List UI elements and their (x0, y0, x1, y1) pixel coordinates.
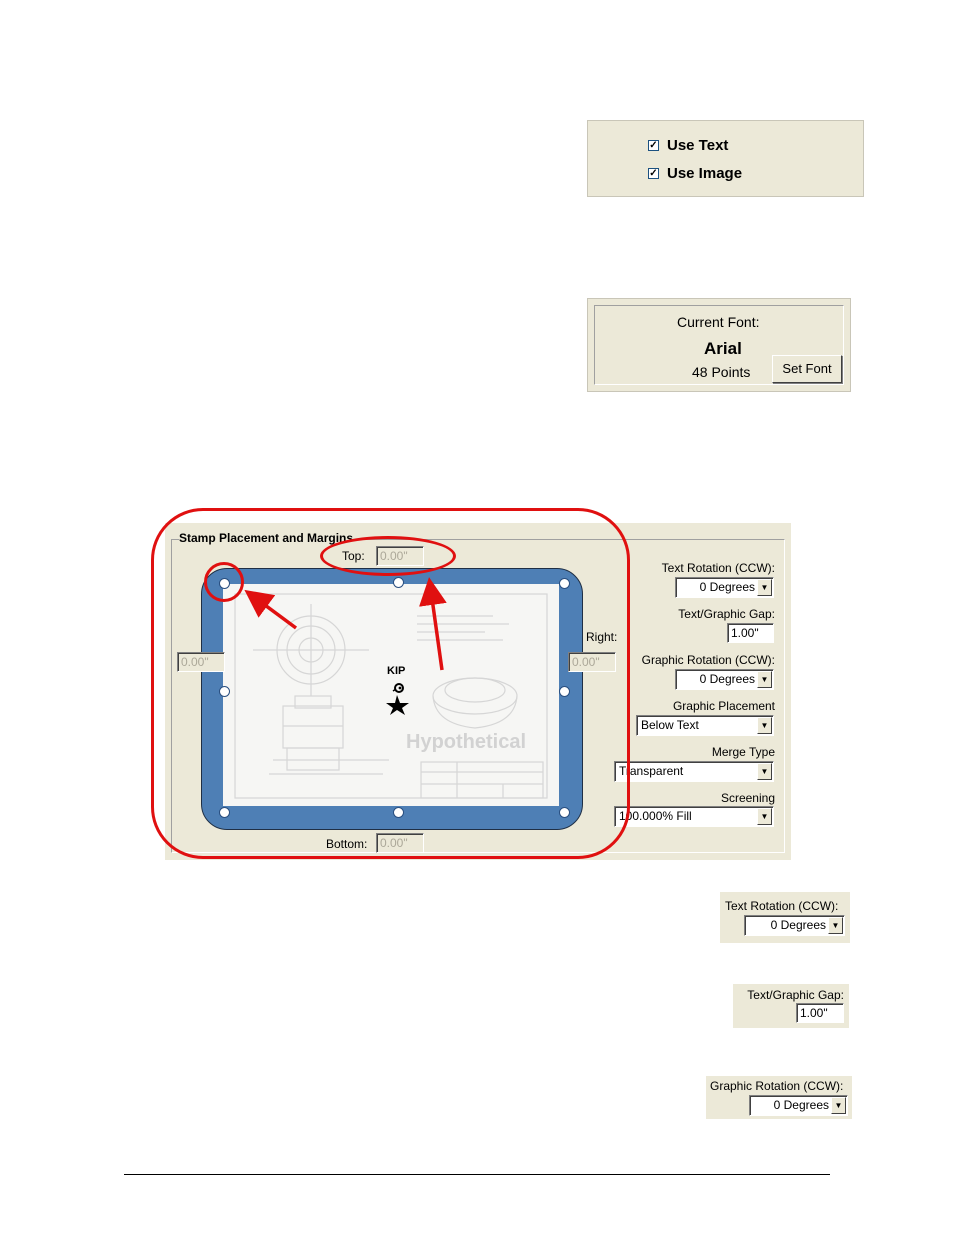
bottom-margin-field[interactable]: 0.00" (376, 833, 424, 853)
annotation-top-field-oval (320, 536, 456, 576)
screening-value: 100.000% Fill (619, 809, 692, 823)
screening-label: Screening (720, 791, 775, 805)
content-options-panel: ✓ Use Text ✓ Use Image (587, 120, 864, 197)
graphic-rotation-label: Graphic Rotation (CCW): (641, 653, 775, 667)
annotation-handle-circle (204, 562, 244, 602)
font-panel: Current Font: Arial 48 Points Set Font (587, 298, 851, 392)
graphic-rotation-detail-select[interactable]: 0 Degrees ▼ (749, 1095, 848, 1116)
text-rotation-value: 0 Degrees (699, 580, 755, 594)
right-margin-field[interactable]: 0.00" (568, 652, 616, 672)
graphic-placement-label: Graphic Placement (672, 699, 775, 713)
font-panel-frame (594, 305, 844, 385)
stamp-group-frame (171, 539, 785, 853)
right-margin-label: Right: (586, 630, 618, 644)
merge-type-select[interactable]: Transparent ▼ (614, 761, 774, 782)
preview-drawing-title: Hypothetical (406, 731, 527, 753)
graphic-rotation-value: 0 Degrees (699, 672, 755, 686)
merge-type-value: Transparent (619, 764, 684, 778)
preview-drawing (234, 593, 548, 799)
handle-bottom-center[interactable] (393, 807, 404, 818)
graphic-placement-value: Below Text (641, 718, 699, 732)
handle-middle-left[interactable] (219, 686, 230, 697)
text-rotation-label: Text Rotation (CCW): (661, 561, 775, 575)
screening-select[interactable]: 100.000% Fill ▼ (614, 806, 774, 827)
graphic-rotation-select[interactable]: 0 Degrees ▼ (675, 669, 774, 690)
set-font-button[interactable]: Set Font (772, 355, 842, 383)
chevron-down-icon[interactable]: ▼ (757, 763, 772, 780)
handle-bottom-right[interactable] (559, 807, 570, 818)
font-name: Arial (704, 339, 742, 358)
gap-label: Text/Graphic Gap: (678, 607, 775, 621)
text-rotation-detail-select[interactable]: 0 Degrees ▼ (744, 915, 845, 936)
current-font-label: Current Font: (677, 314, 760, 330)
gap-detail: Text/Graphic Gap: 1.00" (733, 984, 849, 1028)
chevron-down-icon[interactable]: ▼ (831, 1097, 846, 1114)
handle-middle-right[interactable] (559, 686, 570, 697)
text-rotation-detail-value: 0 Degrees (770, 918, 826, 932)
chevron-down-icon[interactable]: ▼ (757, 808, 772, 825)
gap-field[interactable]: 1.00" (727, 623, 774, 643)
stamp-logo-icon (386, 683, 409, 715)
gap-detail-label: Text/Graphic Gap: (747, 988, 844, 1002)
handle-top-right[interactable] (559, 578, 570, 589)
graphic-rotation-detail-value: 0 Degrees (773, 1098, 829, 1112)
use-text-checkbox[interactable]: ✓ (648, 140, 659, 151)
chevron-down-icon[interactable]: ▼ (757, 671, 772, 688)
text-rotation-detail: Text Rotation (CCW): 0 Degrees ▼ (720, 892, 850, 943)
merge-type-label: Merge Type (711, 745, 775, 759)
use-image-label[interactable]: Use Image (667, 165, 743, 182)
graphic-rotation-detail: Graphic Rotation (CCW): 0 Degrees ▼ (706, 1076, 852, 1119)
graphic-placement-select[interactable]: Below Text ▼ (636, 715, 774, 736)
bottom-margin-label: Bottom: (326, 837, 368, 851)
left-margin-field[interactable]: 0.00" (177, 652, 225, 672)
text-rotation-select[interactable]: 0 Degrees ▼ (675, 577, 774, 598)
footer-rule (124, 1174, 830, 1175)
annotation-preview-outline (151, 508, 630, 859)
chevron-down-icon[interactable]: ▼ (828, 917, 843, 934)
graphic-rotation-detail-label: Graphic Rotation (CCW): (710, 1079, 844, 1093)
chevron-down-icon[interactable]: ▼ (757, 579, 772, 596)
stamp-group-title: Stamp Placement and Margins (179, 531, 356, 545)
text-rotation-detail-label: Text Rotation (CCW): (725, 899, 839, 913)
use-text-label[interactable]: Use Text (667, 137, 729, 154)
handle-top-center[interactable] (393, 577, 404, 588)
handle-bottom-left[interactable] (219, 807, 230, 818)
chevron-down-icon[interactable]: ▼ (757, 717, 772, 734)
stamp-logo-text: KIP (387, 665, 406, 677)
font-size-text: 48 Points (692, 364, 751, 380)
use-image-checkbox[interactable]: ✓ (648, 168, 659, 179)
stamp-placement-panel: Stamp Placement and Margins Top: 0.00" (165, 523, 791, 860)
gap-detail-field[interactable]: 1.00" (796, 1003, 844, 1023)
